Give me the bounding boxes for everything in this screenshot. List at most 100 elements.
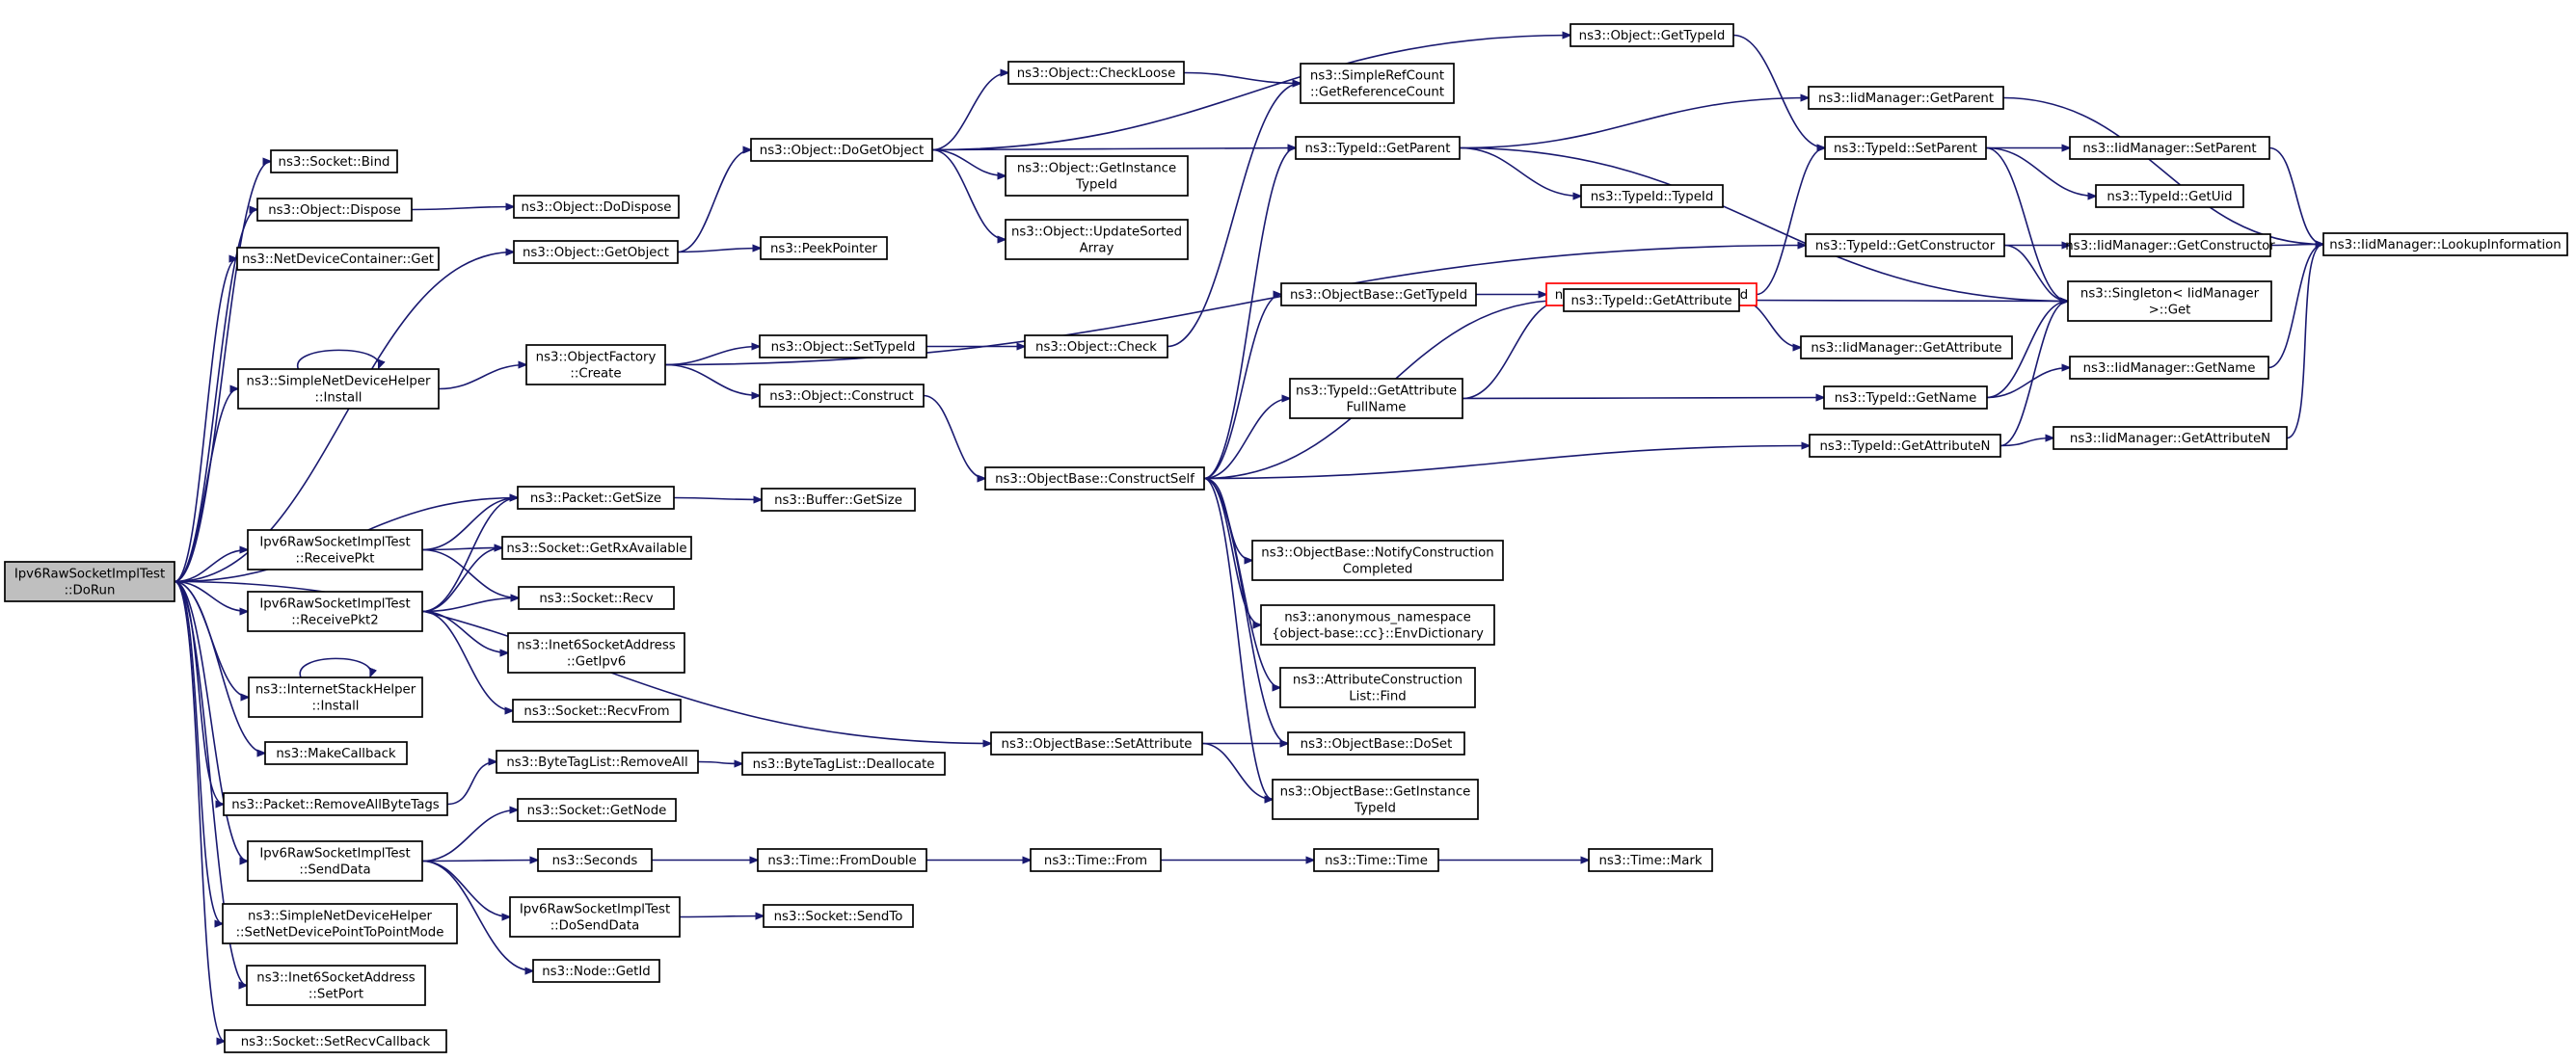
- edge-ish-install-to-ish-install: [299, 657, 371, 677]
- node-obj-dodispose[interactable]: ns3::Object::DoDispose: [513, 195, 680, 219]
- node-box: [223, 792, 448, 816]
- node-obj-settypeid[interactable]: ns3::Object::SetTypeId: [759, 334, 927, 358]
- node-typeid-getname[interactable]: ns3::TypeId::GetName: [1823, 385, 1988, 410]
- node-iid-lookup[interactable]: ns3::IidManager::LookupInformation: [2322, 232, 2568, 256]
- node-typeid-getparent[interactable]: ns3::TypeId::GetParent: [1295, 136, 1461, 160]
- node-snd-setp2p[interactable]: ns3::SimpleNetDeviceHelper::SetNetDevice…: [222, 903, 458, 944]
- node-typeid-setparent[interactable]: ns3::TypeId::SetParent: [1824, 136, 1987, 160]
- node-objbase-constructself[interactable]: ns3::ObjectBase::ConstructSelf: [984, 466, 1205, 491]
- node-seconds[interactable]: ns3::Seconds: [537, 848, 653, 872]
- node-iid-getconstructor[interactable]: ns3::IidManager::GetConstructor: [2065, 233, 2275, 257]
- node-obj-getobject[interactable]: ns3::Object::GetObject: [513, 240, 679, 264]
- node-typeid-getuid[interactable]: ns3::TypeId::GetUid: [2095, 184, 2244, 208]
- node-box: [1824, 136, 1987, 160]
- node-iid-setparent[interactable]: ns3::IidManager::SetParent: [2069, 136, 2270, 160]
- node-inet6-getipv6[interactable]: ns3::Inet6SocketAddress::GetIpv6: [507, 632, 685, 674]
- node-typeid-typeid[interactable]: ns3::TypeId::TypeId: [1580, 184, 1724, 208]
- edge-obj-dogetobject-to-obj-checkloose: [931, 73, 1008, 151]
- edge-typeid-getattrfullname-to-typeid-getattribute: [1462, 301, 1564, 400]
- node-label: ::GetReferenceCount: [1310, 86, 1444, 100]
- node-snd-install[interactable]: ns3::SimpleNetDeviceHelper::Install: [237, 368, 440, 410]
- node-iid-getparent[interactable]: ns3::IidManager::GetParent: [1808, 86, 2004, 110]
- node-packet-removeallbytetags[interactable]: ns3::Packet::RemoveAllByteTags: [223, 792, 448, 816]
- edge-senddata-to-node-getid: [421, 860, 533, 971]
- node-obj-checkloose[interactable]: ns3::Object::CheckLoose: [1007, 61, 1185, 85]
- node-node-getid[interactable]: ns3::Node::GetId: [532, 959, 660, 983]
- edge-typeid-getconstructor-to-singleton-get: [2003, 244, 2068, 302]
- node-typeid-getconstructor[interactable]: ns3::TypeId::GetConstructor: [1805, 233, 2005, 257]
- node-label: ::GetIpv6: [567, 655, 626, 670]
- node-time-time[interactable]: ns3::Time::Time: [1313, 848, 1439, 872]
- edge-obj-gettypeid-to-typeid-setparent: [1732, 34, 1825, 148]
- edge-receivepkt2-to-socket-recv: [421, 598, 519, 613]
- node-dosenddata[interactable]: Ipv6RawSocketImplTest::DoSendData: [509, 896, 681, 938]
- node-obj-dispose[interactable]: ns3::Object::Dispose: [256, 198, 413, 222]
- node-buffer-getsize[interactable]: ns3::Buffer::GetSize: [761, 488, 916, 512]
- node-typeid-getattribute[interactable]: ns3::TypeId::GetAttribute: [1563, 288, 1740, 312]
- node-obj-dogetobject[interactable]: ns3::Object::DoGetObject: [750, 138, 933, 162]
- edge-btl-removeall-to-btl-deallocate: [697, 762, 742, 764]
- node-label: ns3::Socket::Recv: [539, 592, 653, 606]
- node-inet6-setport[interactable]: ns3::Inet6SocketAddress::SetPort: [246, 965, 426, 1006]
- node-peekpointer[interactable]: ns3::PeekPointer: [760, 236, 888, 260]
- node-label: ns3::IidManager::GetParent: [1818, 92, 1994, 106]
- node-socket-recvfrom[interactable]: ns3::Socket::RecvFrom: [512, 699, 682, 723]
- node-objbase-setattribute[interactable]: ns3::ObjectBase::SetAttribute: [990, 731, 1203, 756]
- node-label: ns3::SimpleNetDeviceHelper: [248, 910, 432, 924]
- node-singleton-get[interactable]: ns3::Singleton< IidManager >::Get: [2067, 280, 2272, 322]
- node-label: ns3::Object::GetObject: [523, 246, 669, 260]
- node-box: [517, 798, 677, 822]
- node-obj-gettypeid[interactable]: ns3::Object::GetTypeId: [1570, 23, 1734, 47]
- node-senddata[interactable]: Ipv6RawSocketImplTest::SendData: [247, 840, 423, 882]
- node-typeid-getattributen[interactable]: ns3::TypeId::GetAttributeN: [1809, 434, 2001, 458]
- node-socket-setrecvcallback[interactable]: ns3::Socket::SetRecvCallback: [224, 1029, 447, 1053]
- node-root[interactable]: Ipv6RawSocketImplTest::DoRun: [4, 561, 175, 602]
- node-box: [1809, 434, 2001, 458]
- node-box: [2053, 426, 2288, 450]
- node-time-mark[interactable]: ns3::Time::Mark: [1588, 848, 1713, 872]
- node-iid-getattributen[interactable]: ns3::IidManager::GetAttributeN: [2053, 426, 2288, 450]
- node-label: ns3::AttributeConstruction: [1293, 674, 1462, 688]
- node-box: [1260, 604, 1495, 646]
- node-socket-recv[interactable]: ns3::Socket::Recv: [518, 586, 675, 610]
- node-time-fromdouble[interactable]: ns3::Time::FromDouble: [757, 848, 927, 872]
- node-receivepkt2[interactable]: Ipv6RawSocketImplTest::ReceivePkt2: [247, 591, 423, 632]
- node-receivepkt[interactable]: Ipv6RawSocketImplTest::ReceivePkt: [247, 529, 423, 570]
- node-label: ns3::Socket::Bind: [279, 155, 390, 170]
- node-box: [264, 741, 408, 765]
- node-objbase-gettypeid[interactable]: ns3::ObjectBase::GetTypeId: [1280, 282, 1477, 306]
- node-label: ::SetPort: [309, 988, 363, 1002]
- node-btl-deallocate[interactable]: ns3::ByteTagList::Deallocate: [741, 752, 946, 776]
- node-objbase-doset[interactable]: ns3::ObjectBase::DoSet: [1287, 731, 1465, 756]
- node-packet-getsize[interactable]: ns3::Packet::GetSize: [517, 486, 675, 510]
- node-socket-sendto[interactable]: ns3::Socket::SendTo: [763, 904, 914, 928]
- node-obj-check[interactable]: ns3::Object::Check: [1024, 334, 1168, 358]
- node-objbase-notify[interactable]: ns3::ObjectBase::NotifyConstructionCompl…: [1251, 540, 1504, 581]
- node-obj-construct[interactable]: ns3::Object::Construct: [759, 384, 925, 408]
- node-makecallback[interactable]: ns3::MakeCallback: [264, 741, 408, 765]
- node-iid-getname[interactable]: ns3::IidManager::GetName: [2069, 356, 2269, 380]
- node-socket-bind[interactable]: ns3::Socket::Bind: [270, 149, 398, 173]
- edge-receivepkt2-to-inet6-getipv6: [421, 610, 508, 653]
- node-envdictionary[interactable]: ns3::anonymous_namespace{object-base::cc…: [1260, 604, 1495, 646]
- node-socket-getrxavailable[interactable]: ns3::Socket::GetRxAvailable: [501, 536, 692, 560]
- node-label: ns3::Time::From: [1044, 854, 1147, 868]
- node-time-from[interactable]: ns3::Time::From: [1030, 848, 1162, 872]
- node-iid-getattribute[interactable]: ns3::IidManager::GetAttribute: [1800, 335, 2013, 359]
- node-socket-getnode[interactable]: ns3::Socket::GetNode: [517, 798, 677, 822]
- node-label: ns3::IidManager::GetAttributeN: [2070, 432, 2270, 446]
- node-objfactory-create[interactable]: ns3::ObjectFactory::Create: [525, 344, 666, 385]
- node-box: [1024, 334, 1168, 358]
- node-ish-install[interactable]: ns3::InternetStackHelper::Install: [248, 676, 423, 718]
- node-simplerefcount[interactable]: ns3::SimpleRefCount::GetReferenceCount: [1300, 63, 1455, 104]
- node-label: Ipv6RawSocketImplTest: [520, 903, 670, 917]
- node-ndc-get[interactable]: ns3::NetDeviceContainer::Get: [236, 247, 440, 271]
- edge-obj-dispose-to-obj-dodispose: [411, 207, 514, 210]
- node-btl-removeall[interactable]: ns3::ByteTagList::RemoveAll: [496, 750, 699, 774]
- node-label: ns3::Object::UpdateSorted: [1011, 225, 1182, 240]
